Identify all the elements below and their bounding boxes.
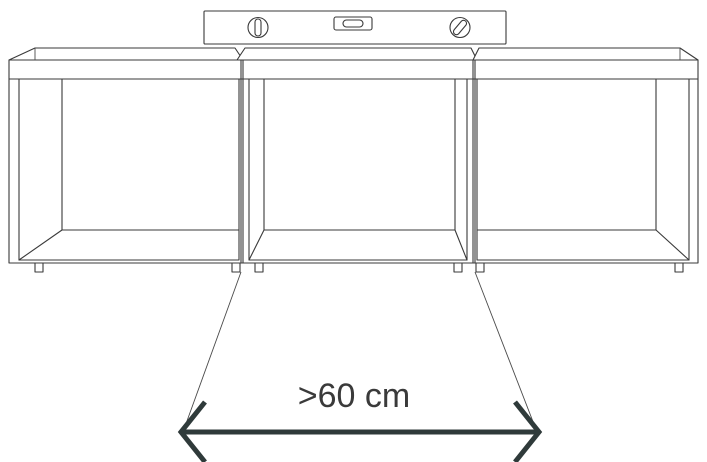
width-measurement-label: >60 cm	[297, 377, 411, 415]
left-screw-icon	[247, 16, 269, 39]
cabinet-right	[472, 47, 699, 273]
right-screw-icon	[449, 16, 471, 39]
cabinet-middle	[236, 47, 478, 273]
cabinet-left	[8, 47, 244, 273]
spirit-level	[203, 10, 507, 45]
width-arrow	[177, 400, 543, 462]
bubble-vial-icon	[333, 16, 373, 31]
dimension-extension-lines	[182, 271, 538, 433]
